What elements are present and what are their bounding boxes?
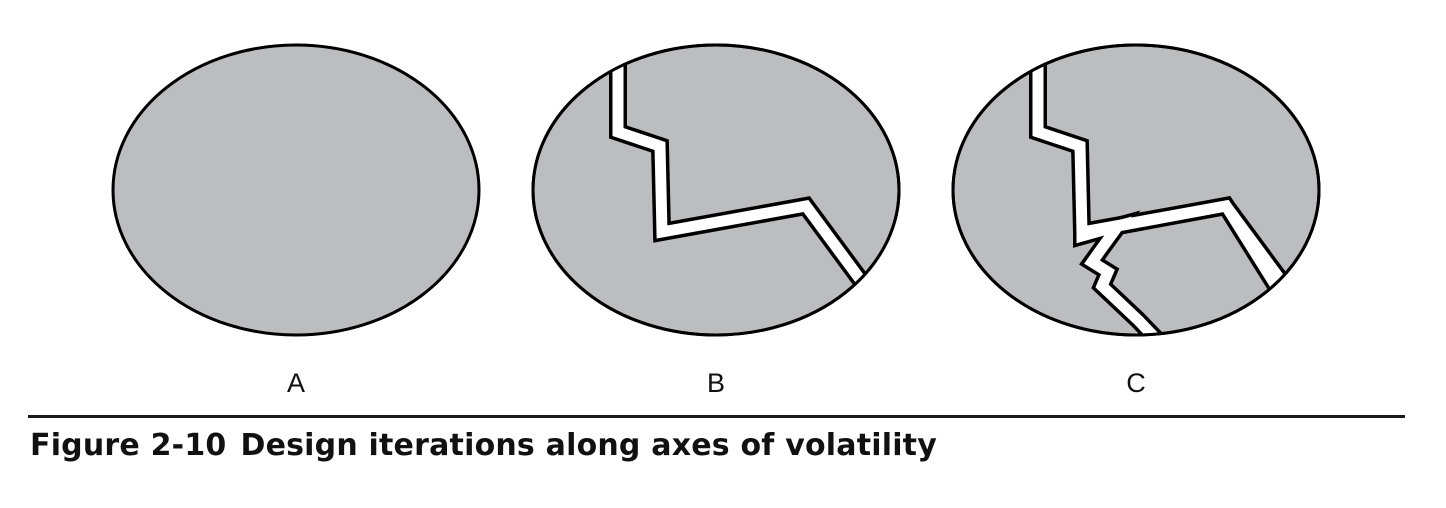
volatility-diagram — [111, 43, 1321, 337]
panel-label-a: A — [286, 368, 305, 398]
figure-caption: Figure 2-10 Design iterations along axes … — [30, 428, 937, 463]
panel-label-b: B — [706, 368, 725, 398]
panel-b-outline — [531, 43, 901, 337]
panel-a-shape — [111, 43, 481, 337]
panel-c-ellipse — [951, 43, 1321, 337]
panel-a-ellipse — [111, 43, 481, 337]
panel-label-c: C — [1126, 368, 1146, 398]
caption-rule — [28, 415, 1405, 418]
panel-b-ellipse — [531, 43, 901, 337]
panel-c-shape — [951, 43, 1321, 337]
figure-number: Figure 2-10 — [30, 428, 227, 463]
panel-b-shape — [531, 43, 901, 337]
panel-c-outline — [951, 43, 1321, 337]
panel-c-crack-mid — [1116, 199, 1281, 289]
figure-title: Design iterations along axes of volatili… — [240, 428, 937, 463]
panel-c-crack-branch — [1076, 216, 1166, 335]
